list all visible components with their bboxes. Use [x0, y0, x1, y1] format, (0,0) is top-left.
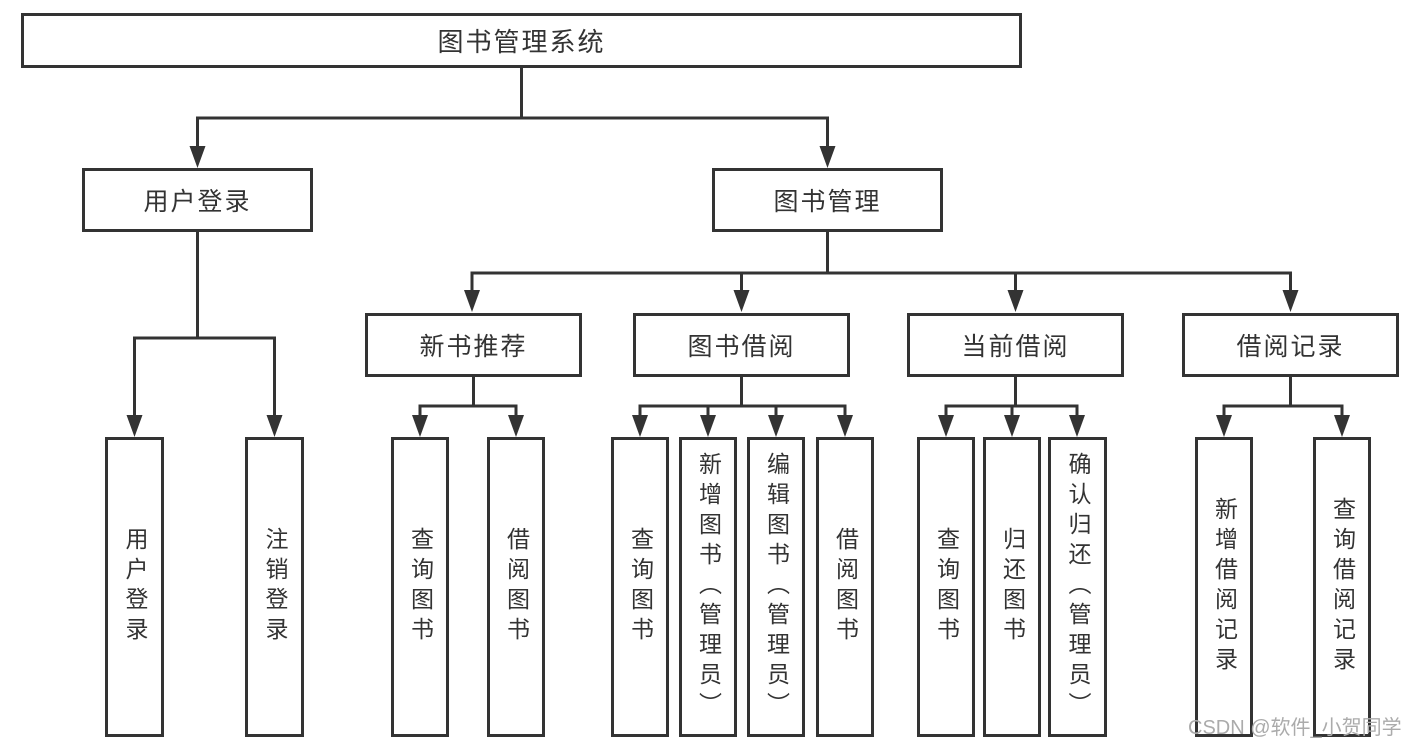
node-logout-label: 注销登录 — [262, 527, 288, 647]
node-cb-confirm-return-label: 确认归还（管理员） — [1065, 452, 1091, 722]
node-book-mgmt: 图书管理 — [712, 168, 943, 232]
node-bb-borrow-book: 借阅图书 — [816, 437, 874, 737]
node-cb-query-book: 查询图书 — [917, 437, 975, 737]
node-bb-add-book-label: 新增图书（管理员） — [695, 452, 722, 722]
node-bb-borrow-book-label: 借阅图书 — [832, 527, 859, 647]
node-user-login: 用户登录 — [82, 168, 313, 232]
node-cb-return-book-label: 归还图书 — [999, 527, 1026, 647]
node-borrow-record-label: 借阅记录 — [1236, 333, 1345, 361]
node-new-book-rec: 新书推荐 — [365, 313, 582, 377]
node-user-login-label: 用户登录 — [143, 188, 252, 216]
node-bb-edit-book-label: 编辑图书（管理员） — [763, 452, 790, 722]
node-bb-query-book-label: 查询图书 — [627, 527, 654, 647]
node-bb-query-book: 查询图书 — [611, 437, 669, 737]
node-bb-edit-book: 编辑图书（管理员） — [747, 437, 805, 737]
node-br-add-record-label: 新增借阅记录 — [1211, 497, 1238, 677]
node-nb-query-book-label: 查询图书 — [407, 527, 434, 647]
node-nb-borrow-book: 借阅图书 — [487, 437, 545, 737]
node-new-book-rec-label: 新书推荐 — [419, 333, 528, 361]
node-br-query-record: 查询借阅记录 — [1313, 437, 1371, 737]
node-book-borrow-label: 图书借阅 — [687, 333, 796, 361]
node-root: 图书管理系统 — [21, 13, 1022, 68]
watermark: CSDN @软件_小贺同学 — [1188, 717, 1402, 739]
node-logout: 注销登录 — [245, 437, 304, 737]
node-book-borrow: 图书借阅 — [633, 313, 850, 377]
node-login-label: 用户登录 — [122, 527, 148, 647]
node-cb-confirm-return: 确认归还（管理员） — [1048, 437, 1107, 737]
node-br-add-record: 新增借阅记录 — [1195, 437, 1253, 737]
node-login: 用户登录 — [105, 437, 164, 737]
node-bb-add-book: 新增图书（管理员） — [679, 437, 737, 737]
node-br-query-record-label: 查询借阅记录 — [1329, 497, 1356, 677]
node-root-label: 图书管理系统 — [437, 27, 606, 57]
node-book-mgmt-label: 图书管理 — [773, 188, 882, 216]
node-nb-borrow-book-label: 借阅图书 — [503, 527, 530, 647]
node-current-borrow: 当前借阅 — [907, 313, 1124, 377]
node-cb-return-book: 归还图书 — [983, 437, 1041, 737]
node-borrow-record: 借阅记录 — [1182, 313, 1399, 377]
node-nb-query-book: 查询图书 — [391, 437, 449, 737]
node-cb-query-book-label: 查询图书 — [933, 527, 960, 647]
node-current-borrow-label: 当前借阅 — [961, 333, 1070, 361]
